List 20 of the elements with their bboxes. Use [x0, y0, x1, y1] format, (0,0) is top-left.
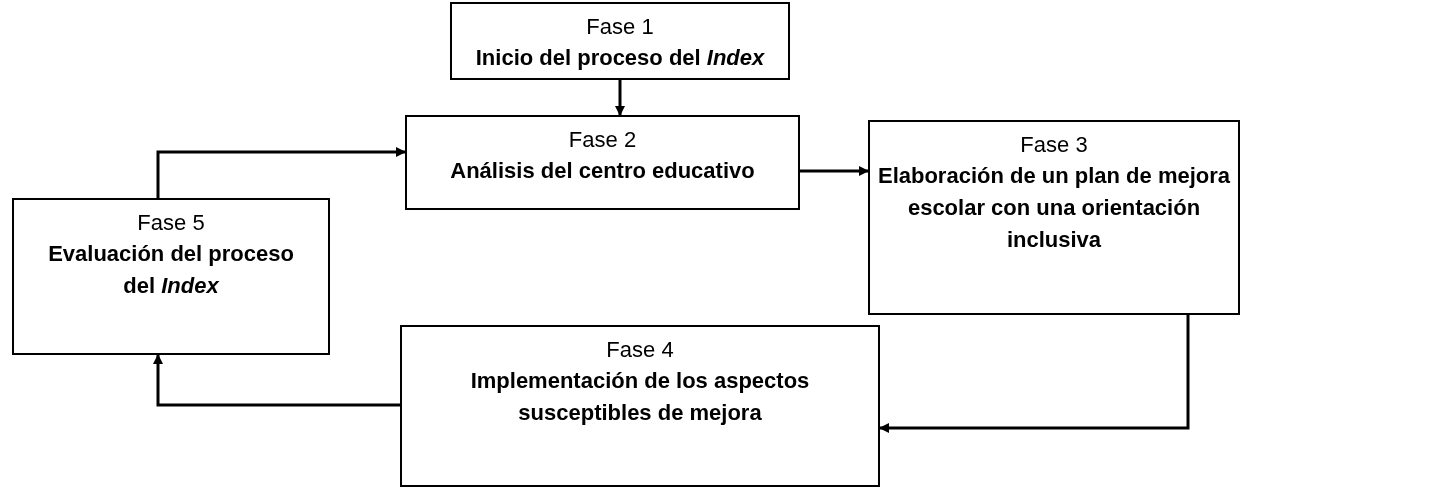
- phase-title: Inicio del proceso del Index: [474, 44, 766, 72]
- phase-title: Evaluación del proceso del Index: [47, 240, 295, 300]
- arrow: [800, 166, 869, 176]
- arrow: [615, 80, 625, 116]
- process-box: [400, 325, 880, 487]
- arrow: [153, 354, 400, 407]
- phase-title: Implementación de los aspectos susceptibles de mejora: [470, 367, 810, 427]
- process-box: [12, 198, 330, 355]
- phase-number: Fase 2: [567, 126, 638, 154]
- process-box: [405, 115, 800, 210]
- process-box: [868, 120, 1240, 315]
- phase-title: Análisis del centro educativo: [449, 157, 756, 185]
- phase-title: Elaboración de un plan de mejora escolar con una orientación inclusiva: [876, 162, 1232, 254]
- arrow: [156, 147, 406, 198]
- phase-number: Fase 4: [605, 336, 675, 364]
- arrow: [879, 315, 1190, 433]
- phase-number: Fase 1: [585, 13, 655, 41]
- process-box: [450, 2, 790, 80]
- phase-number: Fase 5: [136, 209, 206, 237]
- phase-number: Fase 3: [1019, 131, 1089, 159]
